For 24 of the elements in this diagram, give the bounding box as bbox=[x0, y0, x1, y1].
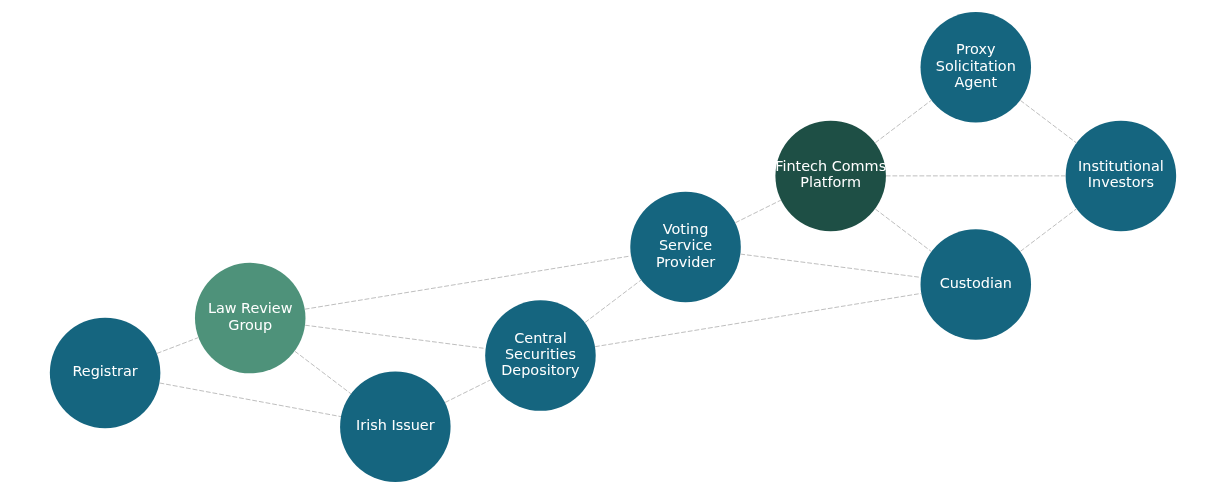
connector bbox=[874, 99, 932, 144]
connector bbox=[874, 208, 932, 252]
node-circle: Registrar bbox=[49, 317, 161, 429]
node-circle: Institutional Investors bbox=[1065, 120, 1177, 232]
node-circle: Proxy Solicitation Agent bbox=[920, 12, 1032, 123]
connector bbox=[734, 199, 782, 224]
connector bbox=[159, 382, 342, 418]
connector bbox=[1020, 208, 1077, 252]
node-circle: Central Securities Depository bbox=[485, 300, 596, 411]
connector bbox=[740, 253, 922, 278]
node-circle: Irish Issuer bbox=[340, 371, 451, 482]
connector bbox=[594, 292, 922, 348]
connector bbox=[885, 175, 1067, 177]
connector bbox=[584, 279, 642, 323]
connector bbox=[156, 337, 199, 354]
connector bbox=[1020, 99, 1077, 144]
node-circle: Fintech Comms Platform bbox=[775, 120, 886, 232]
connector bbox=[444, 379, 492, 403]
connector bbox=[304, 324, 486, 349]
node-circle: Law Review Group bbox=[194, 262, 306, 374]
node-circle: Custodian bbox=[920, 229, 1032, 340]
connector bbox=[294, 350, 352, 395]
connector bbox=[304, 255, 632, 310]
node-circle: Voting Service Provider bbox=[630, 191, 741, 303]
